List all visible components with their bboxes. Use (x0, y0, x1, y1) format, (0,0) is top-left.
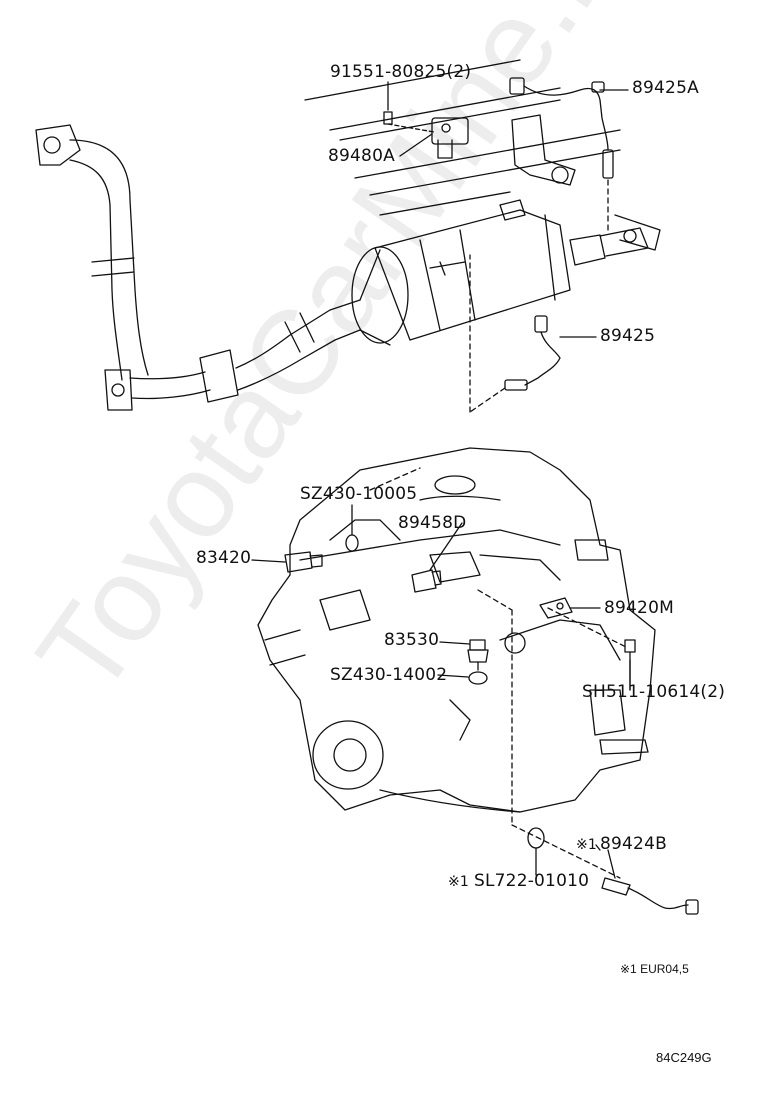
label-bolt-right[interactable]: SH511-10614(2) (582, 682, 726, 702)
bracket (499, 114, 576, 221)
mark-sensor-bottom: ※1 (576, 837, 598, 853)
footnote: ※1 EUR04,5 (620, 962, 689, 976)
diagram-code: 84C249G (656, 1050, 712, 1065)
engine-block (257, 447, 656, 813)
frame-rails (304, 59, 621, 216)
label-leaders (251, 81, 631, 879)
gasket-sz430-10005-drawing (345, 534, 359, 552)
label-sensor-mid[interactable]: 89425 (600, 326, 656, 346)
switch-83420-drawing (284, 551, 323, 573)
label-sensor-d[interactable]: 89458D (398, 513, 467, 533)
gasket-sl722-drawing (527, 827, 545, 849)
label-gasket-c[interactable]: SL722-01010 (474, 871, 590, 891)
switch-83530-drawing (467, 639, 489, 671)
label-gasket-a[interactable]: SZ430-10005 (300, 484, 418, 504)
sensor-89424B-drawing (601, 877, 699, 915)
sensor-89425A-drawing (509, 77, 614, 231)
label-bolt-top[interactable]: 91551-80825(2) (330, 62, 472, 82)
label-sensor-top[interactable]: 89425A (632, 78, 699, 98)
mark-gasket-c: ※1 (448, 874, 470, 890)
leader-dashes (369, 467, 629, 879)
sensor-89425-drawing (469, 254, 561, 413)
label-switch-oil[interactable]: 83530 (384, 630, 440, 650)
exhaust-front-pipe (35, 124, 361, 411)
label-gasket-b[interactable]: SZ430-14002 (330, 665, 448, 685)
sensor-89480A-drawing (383, 111, 469, 159)
catalyst-body (351, 209, 661, 346)
gasket-sz430-14002-drawing (468, 671, 488, 685)
sensor-89458D-drawing (411, 569, 442, 593)
label-sensor-bottom[interactable]: 89424B (600, 834, 667, 854)
label-sensor-bracket[interactable]: 89480A (328, 146, 395, 166)
sensor-89420M-drawing (539, 597, 573, 619)
label-sensor-m[interactable]: 89420M (604, 598, 674, 618)
label-switch-left[interactable]: 83420 (196, 548, 252, 568)
